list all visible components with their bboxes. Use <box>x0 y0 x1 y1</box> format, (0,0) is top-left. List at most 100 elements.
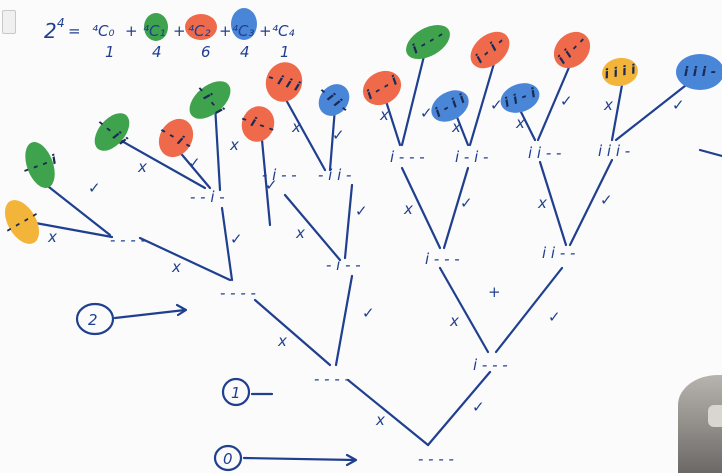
level-marker-0-circle <box>213 444 243 472</box>
node-level2-0: - - - - <box>220 284 256 302</box>
leaf-highlight <box>676 54 722 90</box>
edge <box>283 193 342 262</box>
edge-mark-check: ✓ <box>265 176 278 194</box>
edge <box>610 83 624 142</box>
leaf-highlight <box>470 31 510 69</box>
leaf-label: i i i i <box>603 62 637 82</box>
edge <box>38 178 112 237</box>
node-level2-2: i - - - <box>425 250 460 268</box>
leaf-node: i - - - <box>406 24 450 60</box>
leaf-node: i - i - <box>470 31 510 69</box>
edge-mark-check: ✓ <box>420 104 433 122</box>
edge-mark-check: ✓ <box>460 194 473 212</box>
edge <box>328 106 337 172</box>
node-level3-1: - - i - <box>190 188 225 206</box>
edge-mark-cross: x <box>449 312 459 330</box>
edge <box>253 298 332 367</box>
formula-term-4: ⁴C₄ <box>272 22 295 40</box>
leaf-highlight <box>318 84 350 116</box>
edge <box>518 108 537 142</box>
formula-lhs: 2 <box>44 19 57 43</box>
edge <box>614 80 692 142</box>
leaf-node: i i i - <box>676 54 722 90</box>
level-marker-2-arrow <box>113 308 187 320</box>
edge-mark-check: ✓ <box>472 398 485 416</box>
leaf-highlight <box>602 57 638 87</box>
edge-mark-cross: x <box>537 194 547 212</box>
edge-mark-check: ✓ <box>560 92 573 110</box>
edge <box>494 266 564 354</box>
node-level2-3: i i - - <box>542 244 575 262</box>
tree-nodes: - - - - - - - - i - - - - - - - - i - - … <box>110 142 630 468</box>
node-level3-3: - i i - <box>318 166 351 184</box>
level-marker-0-arrowhead <box>345 453 358 467</box>
node-level0: - - - - <box>418 450 454 468</box>
leaf-highlight <box>4 200 40 244</box>
edge-mark-cross: x <box>379 106 389 124</box>
leaf-node: i - - i <box>362 70 402 106</box>
level-marker-2-circle <box>75 302 115 336</box>
formula-term-0: ⁴C₀ <box>92 22 115 40</box>
node-level3-4: i - - - <box>390 148 425 166</box>
edge <box>468 58 497 147</box>
formula-value-4: 1 <box>280 43 290 61</box>
edge-mark-cross: x <box>451 118 461 136</box>
formula-term-2: ⁴C₂ <box>188 22 211 40</box>
leaf-highlight <box>553 31 591 69</box>
leaf-highlight <box>25 142 55 188</box>
formula-term-3-highlight <box>231 8 257 40</box>
edge-mark-check: ✓ <box>362 304 375 322</box>
node-level1-0: - - - - <box>314 370 350 388</box>
node-level1-1: i - - - <box>473 356 508 374</box>
edge <box>28 220 114 239</box>
edge <box>138 236 232 282</box>
level-markers: 2 1 0 <box>75 302 358 472</box>
edge <box>176 148 212 190</box>
edge <box>438 266 490 354</box>
edge-mark-plus: + <box>488 283 501 301</box>
leaf-highlight <box>94 113 130 151</box>
edge <box>538 160 568 247</box>
leaf-node: - i - - <box>239 106 276 142</box>
level-marker-1-circle <box>221 377 251 407</box>
edge <box>260 138 272 227</box>
edge-mark-cross: x <box>229 136 239 154</box>
toolbar-handle[interactable] <box>2 10 16 34</box>
level-marker-1: 1 <box>231 384 241 402</box>
edge <box>698 148 722 158</box>
leaf-node: i i - - <box>553 31 591 69</box>
leaf-node: i - i i <box>431 90 469 122</box>
leaf-node: i i - i <box>500 83 540 113</box>
leaf-highlight <box>406 24 450 60</box>
leaf-node: - i - i <box>189 81 231 119</box>
edge-mark-check: ✓ <box>548 308 561 326</box>
leaf-node: - i i - <box>316 84 351 117</box>
formula-plus-2: + <box>219 22 232 40</box>
formula-term-3: ⁴C₃ <box>232 22 255 40</box>
leaf-label: i i i - <box>684 65 716 80</box>
edge <box>220 206 234 282</box>
edge <box>400 50 427 147</box>
leaf-node: i i i i <box>602 57 638 87</box>
leaf-highlight <box>241 106 275 142</box>
edge-mark-cross: x <box>403 200 413 218</box>
leaf-nodes: - - - i- - - -- - i i- - i -- i - i- i -… <box>3 24 722 244</box>
edge <box>442 166 470 250</box>
edge-mark-check: ✓ <box>332 126 345 144</box>
formula-plus-1: + <box>173 22 186 40</box>
edge-mark-cross: x <box>603 96 613 114</box>
edge <box>343 183 354 260</box>
formula-equals: = <box>68 22 81 40</box>
edge-marks: x ✓ x ✓ x + ✓ x ✓ x ✓ x ✓ x ✓ ✓ x x ✓ x … <box>47 92 685 429</box>
edge <box>213 103 222 192</box>
leaf-highlight <box>362 70 402 106</box>
edge-mark-cross: x <box>171 258 181 276</box>
edge-mark-check: ✓ <box>188 154 201 172</box>
level-marker-0: 0 <box>223 450 233 468</box>
edge-mark-cross: x <box>47 228 57 246</box>
leaf-highlight <box>158 118 194 158</box>
edge <box>426 370 492 447</box>
edge-mark-check: ✓ <box>88 179 101 197</box>
formula-value-2: 6 <box>201 43 211 61</box>
edge <box>118 138 207 190</box>
